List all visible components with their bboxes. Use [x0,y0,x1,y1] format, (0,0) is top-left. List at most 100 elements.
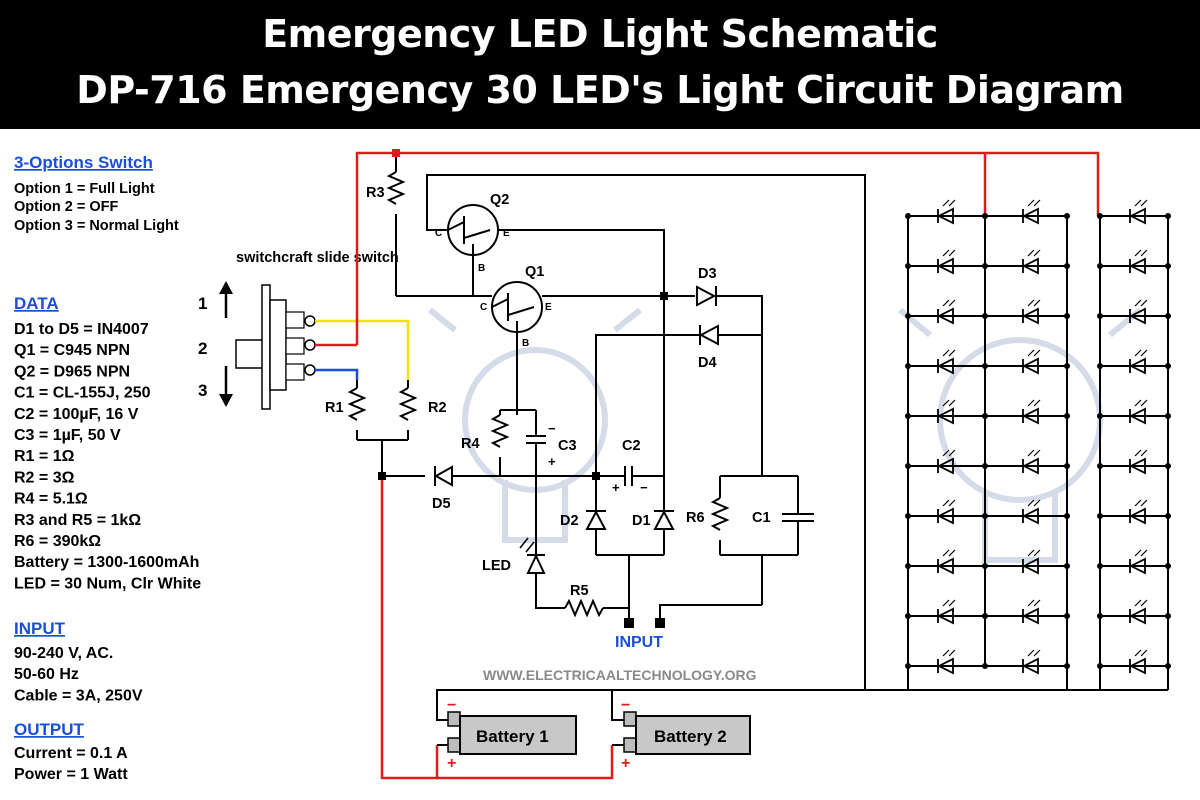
led-array [905,199,1171,691]
label-q1: Q1 [525,264,544,280]
led-icon [1021,449,1041,475]
output-heading: OUTPUT [14,720,85,739]
data-item: R3 and R5 = 1kΩ [14,512,141,529]
q1-pin-b: B [522,338,529,349]
label-r6: R6 [686,510,705,526]
q2-pin-c: C [435,228,442,239]
switch-pos-3: 3 [198,381,207,400]
q1-pin-e: E [545,302,552,313]
led-icon [1128,349,1148,375]
data-item: Battery = 1300-1600mAh [14,554,199,571]
c3-plus: + [548,454,556,469]
data-item: C3 = 1µF, 50 V [14,427,121,444]
data-item: LED = 30 Num, Clr White [14,575,201,592]
led-icon [1128,249,1148,275]
title-line-1: Emergency LED Light Schematic [262,12,938,56]
switch-option-3: Option 3 = Normal Light [14,218,179,234]
led-icon [1128,399,1148,425]
led-icon [936,349,956,375]
input-terminal-2 [655,618,665,628]
input-item: 50-60 Hz [14,666,79,683]
led-icon [1021,499,1041,525]
led-icon [1021,649,1041,675]
label-d3: D3 [698,266,717,282]
switch-option-2: Option 2 = OFF [14,199,118,215]
title-line-2: DP-716 Emergency 30 LED's Light Circuit … [76,68,1124,112]
label-led: LED [482,558,511,574]
data-item: D1 to D5 = IN4007 [14,321,149,338]
data-item: Q1 = C945 NPN [14,342,130,359]
watermark-bulb-right [898,307,1142,563]
c2-minus: − [640,480,648,495]
led-icon [936,299,956,325]
led-icon [936,549,956,575]
switch-type-label: switchcraft slide switch [236,250,399,266]
arrow-down-icon [219,394,233,407]
slide-switch: 1 2 3 [198,281,316,410]
led-icon [1128,549,1148,575]
led-icon [1128,499,1148,525]
c2-plus: + [612,480,620,495]
q1-pin-c: C [480,302,487,313]
battery-2-neg: − [621,697,630,714]
data-heading: DATA [14,294,59,313]
led-icon [1021,199,1041,225]
label-r4: R4 [461,436,480,452]
led-icon [936,649,956,675]
label-r1: R1 [325,400,344,416]
input-terminal-label: INPUT [615,634,663,651]
battery-1-pos: + [447,755,456,772]
q2-pin-e: E [503,228,510,239]
input-item: 90-240 V, AC. [14,645,113,662]
data-list: D1 to D5 = IN4007 Q1 = C945 NPN Q2 = D965 … [14,321,201,592]
label-d2: D2 [560,513,579,529]
battery-1-label: Battery 1 [476,727,549,746]
switch-heading: 3-Options Switch [14,153,153,172]
data-item: R2 = 3Ω [14,469,75,486]
battery-2-pos: + [621,755,630,772]
led-indicator-icon [526,553,546,574]
led-icon [936,599,956,625]
led-icon [1021,299,1041,325]
battery-1: Battery 1 − + [447,697,577,772]
website-watermark: WWW.ELECTRICAALTECHNOLOGY.ORG [483,667,757,683]
title-banner: Emergency LED Light Schematic DP-716 Eme… [0,0,1200,129]
led-icon [1021,349,1041,375]
output-item: Power = 1 Watt [14,766,128,783]
data-item: R1 = 1Ω [14,448,75,465]
label-c3: C3 [558,438,577,454]
q2-pin-b: B [478,263,485,274]
label-c1: C1 [752,510,771,526]
arrow-up-icon [219,281,233,294]
led-icon [1021,399,1041,425]
led-icon [936,499,956,525]
label-r2: R2 [428,400,447,416]
label-r5: R5 [570,583,589,599]
data-item: R4 = 5.1Ω [14,491,88,508]
battery-2: Battery 2 − + [621,697,751,772]
battery-2-label: Battery 2 [654,727,727,746]
input-terminal-1 [624,618,634,628]
label-d1: D1 [632,513,651,529]
diode-d1-icon [653,509,675,530]
led-icon [936,399,956,425]
output-item: Current = 0.1 A [14,745,128,762]
led-icon [1021,249,1041,275]
diode-d5-icon [433,465,453,487]
led-icon [936,249,956,275]
led-icon [1021,599,1041,625]
data-item: C1 = CL-155J, 250 [14,385,151,402]
battery-1-neg: − [447,697,456,714]
data-item: Q2 = D965 NPN [14,363,130,380]
c3-minus: − [548,421,556,436]
data-item: R6 = 390kΩ [14,533,101,550]
output-list: Current = 0.1 A Power = 1 Watt [14,745,128,783]
switch-pos-2: 2 [198,339,207,358]
label-c2: C2 [622,438,641,454]
led-icon [1021,549,1041,575]
diode-d2-icon [585,509,607,530]
switch-pos-1: 1 [198,294,207,313]
label-d4: D4 [698,355,717,371]
label-d5: D5 [432,496,451,512]
